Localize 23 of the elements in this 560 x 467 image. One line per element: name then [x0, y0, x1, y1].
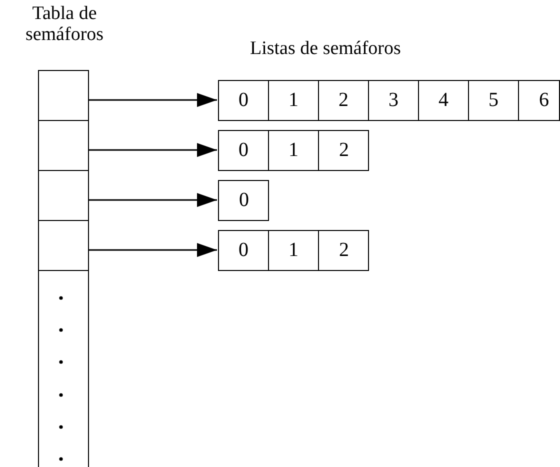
table-heading: Tabla de semáforos: [24, 3, 105, 46]
index-number: 5: [488, 89, 498, 112]
arrow: [89, 243, 217, 257]
lists-heading: Listas de semáforos: [250, 38, 401, 60]
index-number: 2: [339, 139, 349, 162]
index-number: 1: [288, 139, 298, 162]
index-number: 0: [238, 139, 248, 162]
arrow: [89, 143, 217, 157]
index-number: 2: [338, 89, 348, 112]
index-number: 0: [239, 189, 249, 212]
index-number: 1: [288, 89, 298, 112]
arrow: [89, 193, 217, 207]
semaphore-list: [218, 230, 369, 271]
index-number: 1: [288, 239, 298, 262]
index-number: 0: [238, 89, 248, 112]
index-number: 3: [388, 89, 398, 112]
semaphore-list: [218, 80, 560, 121]
index-number: 4: [438, 89, 448, 112]
index-number: 2: [339, 239, 349, 262]
semaphore-list: [218, 130, 369, 171]
arrow: [89, 93, 217, 107]
index-number: 0: [238, 239, 248, 262]
index-number: 6: [539, 89, 549, 112]
